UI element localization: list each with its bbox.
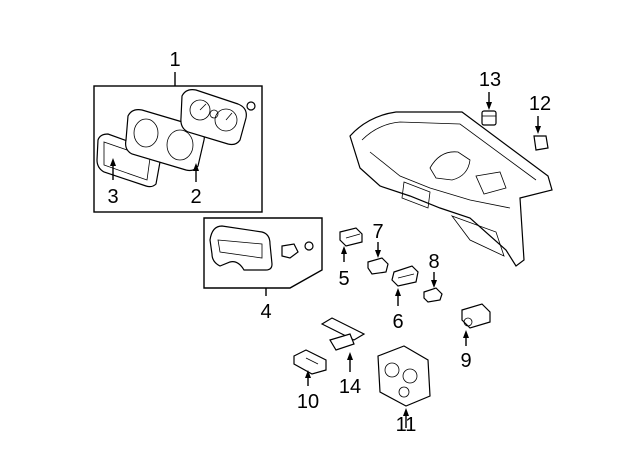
part-5-switch [339, 227, 363, 262]
callout-3: 3 [107, 186, 118, 208]
part-9-sensor [461, 303, 491, 346]
callout-12: 12 [529, 93, 551, 115]
callout-13: 13 [479, 69, 501, 91]
part-11-climate-control [377, 345, 431, 428]
callout-1: 1 [169, 49, 180, 71]
part-6-switch [391, 265, 419, 306]
callout-7: 7 [372, 221, 383, 243]
callout-2: 2 [190, 186, 201, 208]
callout-5: 5 [338, 268, 349, 290]
part-10-switch [293, 349, 327, 386]
part-14-bracket [320, 317, 366, 372]
callout-6: 6 [392, 311, 403, 333]
callout-10: 10 [297, 391, 319, 413]
dashboard-panel [349, 111, 553, 267]
callout-4: 4 [260, 301, 271, 323]
callout-9: 9 [460, 350, 471, 372]
callout-14: 14 [339, 376, 361, 398]
cluster-housing-group [203, 217, 323, 296]
small-clip [246, 101, 256, 111]
gauge-cluster [180, 89, 247, 146]
callout-8: 8 [428, 251, 439, 273]
part-12-connector [533, 116, 549, 151]
part-13-switch [481, 92, 497, 126]
part-8-switch [423, 272, 443, 303]
callout-11: 11 [396, 414, 417, 436]
instrument-cluster-group [93, 72, 263, 213]
part-7-switch [367, 242, 389, 275]
